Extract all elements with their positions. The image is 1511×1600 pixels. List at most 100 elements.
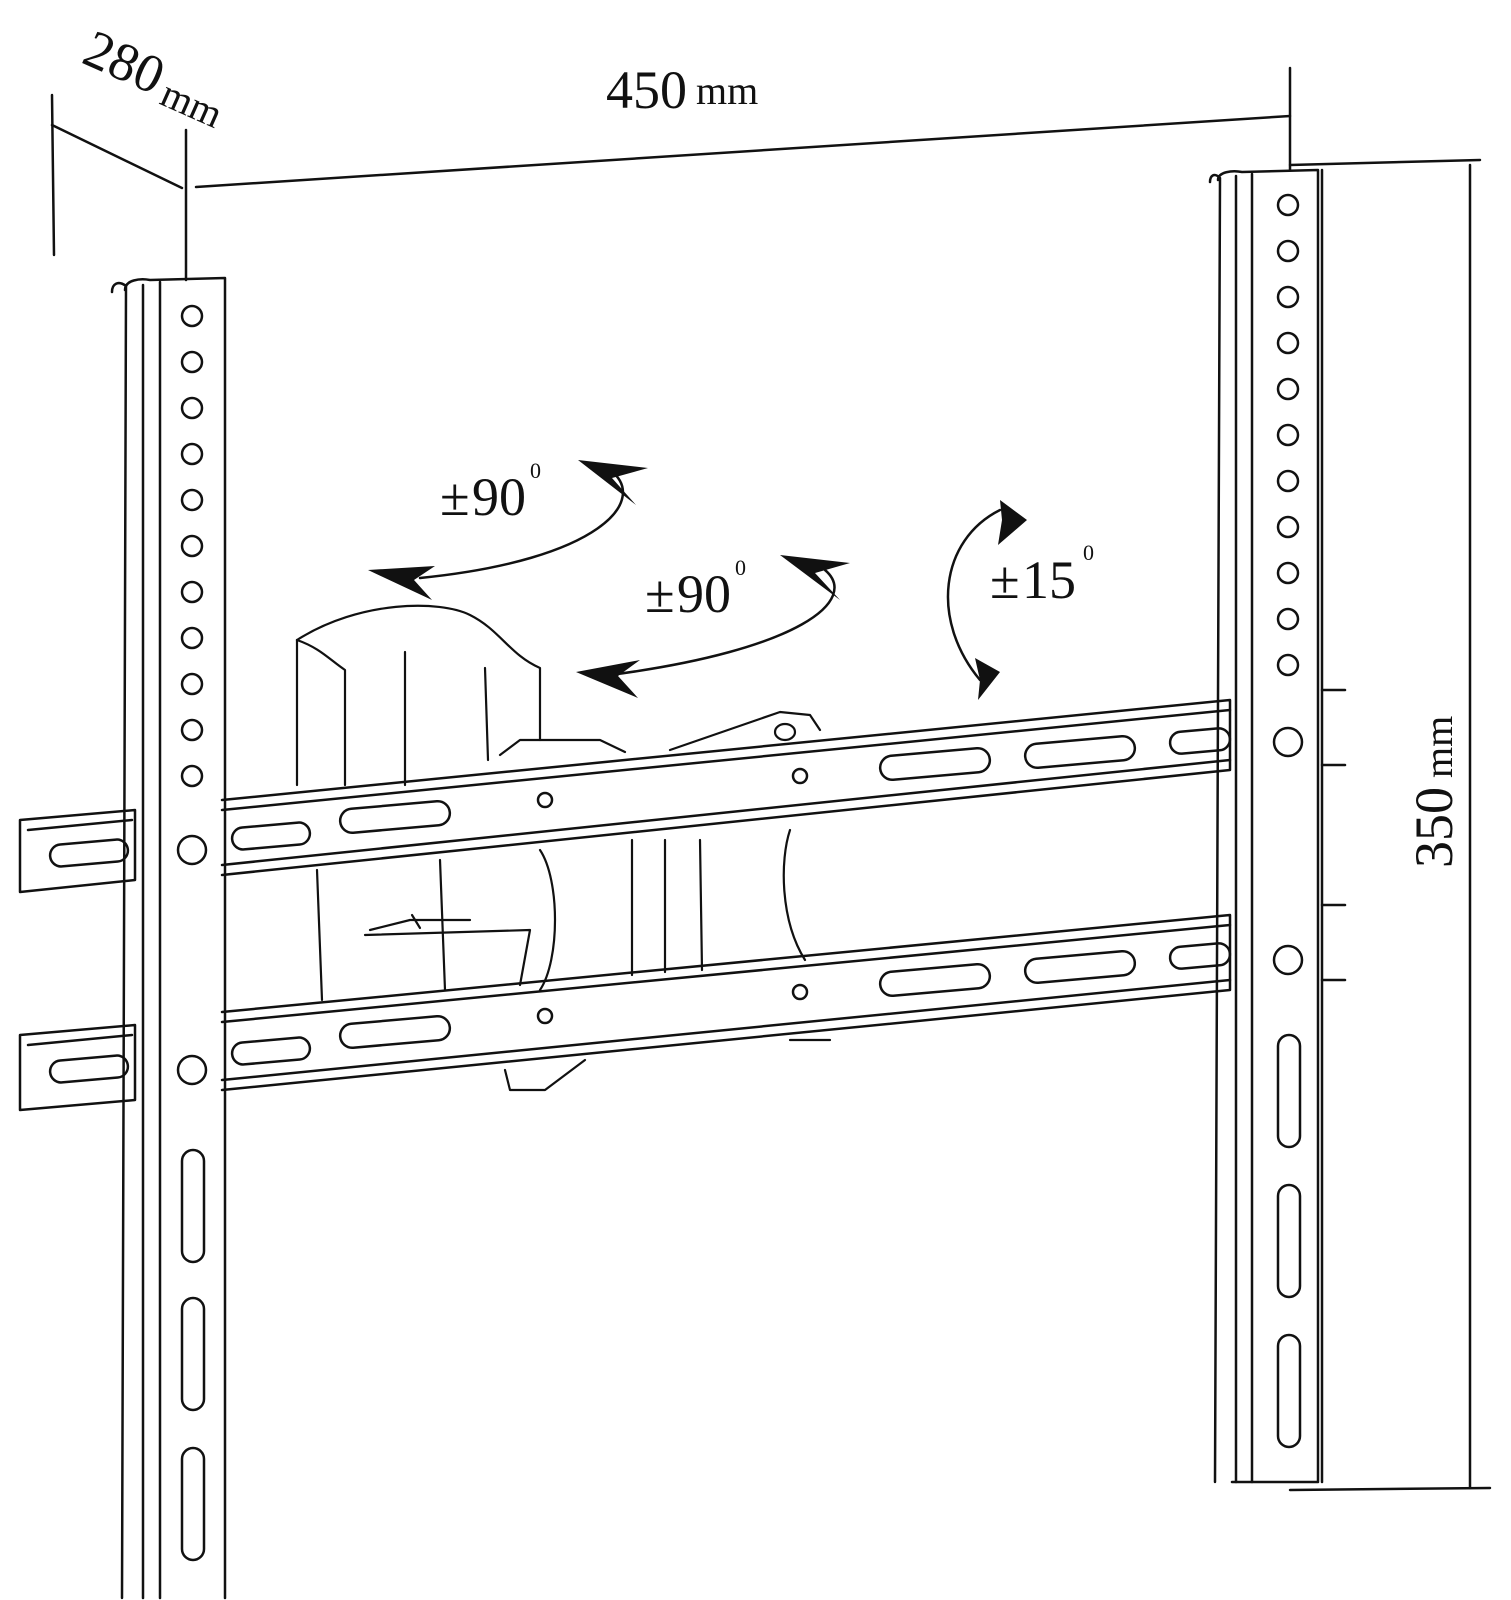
rail-upper-slot-1 bbox=[48, 838, 130, 868]
swivel-lower-arrow bbox=[608, 568, 836, 677]
height-unit: mm bbox=[1416, 716, 1461, 778]
arrowhead-upper-left bbox=[368, 566, 435, 600]
arrowhead-tilt-top bbox=[998, 500, 1027, 545]
rail-lower-inner-bottom bbox=[220, 978, 1232, 1082]
left-hole bbox=[180, 718, 204, 742]
rail-lower-hole-2 bbox=[791, 983, 809, 1001]
width-label: 450 mm bbox=[606, 60, 758, 120]
arm-edge-3 bbox=[483, 666, 490, 762]
bracket-left-slots bbox=[180, 1148, 206, 1562]
height-ext-bottom bbox=[1288, 1486, 1492, 1492]
right-hole bbox=[1276, 193, 1300, 217]
right-hole-large bbox=[1272, 944, 1304, 976]
arm-edge-1 bbox=[295, 638, 347, 787]
arrow-heads bbox=[368, 460, 1027, 700]
left-hole bbox=[180, 350, 204, 374]
arm-lower-edge-2 bbox=[438, 858, 447, 992]
bracket-right-holes bbox=[1272, 193, 1304, 976]
left-hole bbox=[180, 304, 204, 328]
arm-lower-bracket bbox=[363, 928, 532, 987]
left-hole bbox=[180, 672, 204, 696]
arm-lower-clip bbox=[368, 918, 472, 932]
tilt-label: ± 15 0 bbox=[990, 540, 1094, 610]
left-hole bbox=[180, 580, 204, 604]
right-hole bbox=[1276, 607, 1300, 631]
right-hole bbox=[1276, 239, 1300, 263]
swivel-upper-sign: ± bbox=[440, 467, 470, 527]
rotation-arrows bbox=[418, 468, 1002, 682]
arrowhead-upper-right bbox=[578, 460, 648, 505]
left-hole-large bbox=[176, 834, 208, 866]
swivel-lower-value: 90 bbox=[677, 564, 731, 624]
depth-dim-line bbox=[50, 123, 184, 190]
right-hole bbox=[1276, 423, 1300, 447]
rail-lower-slot-2 bbox=[230, 1036, 312, 1066]
left-hole bbox=[180, 488, 204, 512]
right-hole bbox=[1276, 377, 1300, 401]
bracket-left bbox=[110, 276, 227, 1600]
rail-upper-slot-5 bbox=[1023, 735, 1137, 769]
rail-lower-left-end bbox=[18, 1023, 137, 1112]
depth-value: 280 bbox=[75, 18, 173, 106]
arm-top-curve bbox=[295, 604, 542, 742]
bracket-left-holes bbox=[176, 304, 208, 1086]
swivel-lower-sup: 0 bbox=[735, 555, 746, 580]
left-hole bbox=[180, 396, 204, 420]
right-hole-large bbox=[1272, 726, 1304, 758]
depth-ext-left bbox=[50, 93, 56, 257]
height-label: 350 mm bbox=[1404, 716, 1464, 868]
right-hole bbox=[1276, 561, 1300, 585]
right-hole bbox=[1276, 653, 1300, 677]
bracket-right bbox=[1208, 168, 1347, 1484]
tilt-sign: ± bbox=[990, 550, 1020, 610]
rail-lower-slot-4 bbox=[878, 963, 992, 997]
depth-label: 280 mm bbox=[75, 18, 229, 137]
rail-upper-slot-2 bbox=[230, 821, 312, 851]
width-unit: mm bbox=[696, 68, 758, 113]
left-slot bbox=[180, 1148, 206, 1264]
arm-lower-edge-1 bbox=[315, 868, 324, 1002]
arrowhead-tilt-bottom bbox=[975, 658, 1000, 700]
left-hole bbox=[180, 764, 204, 788]
dimension-lines bbox=[50, 66, 1492, 1492]
depth-unit: mm bbox=[154, 70, 229, 136]
rail-lower-slot-5 bbox=[1023, 950, 1137, 984]
height-value: 350 bbox=[1404, 787, 1464, 868]
swivel-upper-arrow bbox=[418, 468, 625, 580]
rail-lower-slot-3 bbox=[338, 1015, 452, 1049]
left-hole bbox=[180, 442, 204, 466]
rail-upper-left-inner bbox=[26, 818, 134, 832]
left-hole bbox=[180, 626, 204, 650]
tilt-arrow bbox=[946, 508, 1002, 682]
arm-top-plate bbox=[668, 710, 822, 752]
height-ext-top bbox=[1288, 158, 1482, 167]
left-hole bbox=[180, 534, 204, 558]
tilt-sup: 0 bbox=[1083, 540, 1094, 565]
arm-bottom-clamp bbox=[503, 1058, 587, 1092]
right-slot bbox=[1276, 1033, 1302, 1149]
width-value: 450 bbox=[606, 60, 687, 120]
rail-upper-inner-bottom bbox=[220, 758, 1232, 867]
width-dim-line bbox=[194, 114, 1292, 189]
swivel-lower-label: ± 90 0 bbox=[645, 555, 746, 624]
right-hole bbox=[1276, 331, 1300, 355]
rail-upper-hole-2 bbox=[791, 767, 809, 785]
arm-top-clamp bbox=[498, 738, 627, 757]
rail-lower-slot-6 bbox=[1168, 942, 1232, 970]
arrowhead-lower-right bbox=[780, 555, 850, 600]
left-slot bbox=[180, 1446, 206, 1562]
bracket-right-outline bbox=[1216, 168, 1320, 1484]
swivel-lower-sign: ± bbox=[645, 564, 675, 624]
right-hole bbox=[1276, 469, 1300, 493]
right-hole bbox=[1276, 515, 1300, 539]
rail-lower-slot-1 bbox=[48, 1054, 130, 1084]
right-slot bbox=[1276, 1183, 1302, 1299]
rail-upper-slot-6 bbox=[1168, 727, 1232, 755]
left-slot bbox=[180, 1296, 206, 1412]
right-slot bbox=[1276, 1333, 1302, 1449]
bracket-right-flange bbox=[1208, 173, 1222, 1484]
left-hole-large bbox=[176, 1054, 208, 1086]
rail-upper bbox=[18, 698, 1232, 894]
